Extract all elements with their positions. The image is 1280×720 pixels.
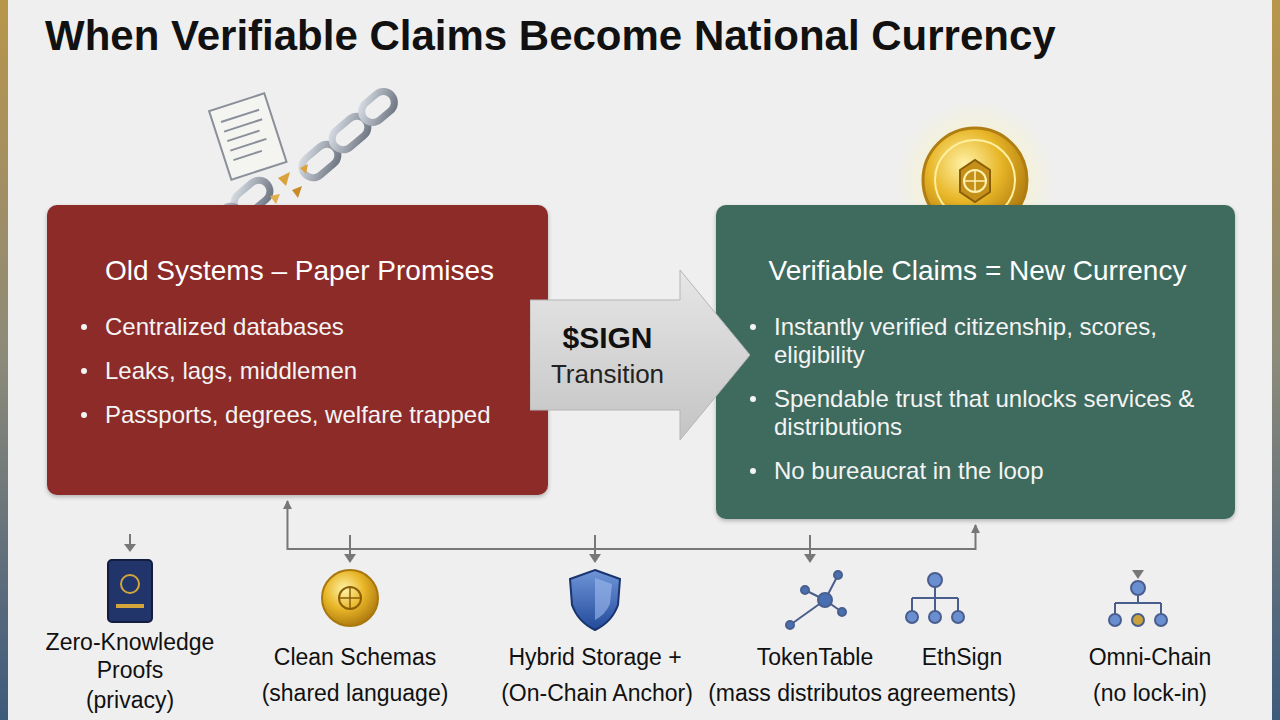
feature-label: EthSign xyxy=(922,643,1003,671)
leader-arrows xyxy=(124,534,1144,579)
arrow-shape xyxy=(530,270,750,440)
network-icon xyxy=(786,571,846,629)
transition-arrow: $SIGN Transition xyxy=(530,270,750,440)
feature-label: Omni-Chain xyxy=(1089,643,1212,671)
feature-label: Hybrid Storage + xyxy=(508,643,681,671)
token-name: $SIGN xyxy=(562,321,652,355)
feature-label: (privacy) xyxy=(86,686,174,714)
feature-label: (mass distributos xyxy=(708,679,882,707)
diagram-title: When Verifiable Claims Become National C… xyxy=(45,12,1056,60)
hierarchy-icon xyxy=(1109,581,1167,626)
feature-label: (no lock-in) xyxy=(1093,679,1207,707)
bullet-item: Centralized databases xyxy=(71,313,528,341)
bullet-item: No bureaucrat in the loop xyxy=(740,457,1215,485)
feature-label: agreements) xyxy=(887,679,1016,707)
shield-icon xyxy=(570,570,620,630)
feature-label: (shared language) xyxy=(262,679,449,707)
arrow-label: Transition xyxy=(551,359,664,390)
schema-coin-icon xyxy=(322,570,378,626)
process-box: Old Systems – Paper PromisesCentralized … xyxy=(47,205,548,495)
bullet-item: Passports, degrees, welfare trapped xyxy=(71,401,528,429)
feature-label: Zero-Knowledge Proofs xyxy=(35,628,225,684)
feature-label: (On-Chain Anchor) xyxy=(501,679,693,707)
bullet-item: Spendable trust that unlocks services & … xyxy=(740,385,1215,441)
hierarchy-icon xyxy=(906,573,964,623)
arrow-label-group: $SIGN Transition xyxy=(530,300,685,410)
feature-label: TokenTable xyxy=(757,643,873,671)
process-box: Verifiable Claims = New CurrencyInstantl… xyxy=(716,205,1235,519)
box-heading: Verifiable Claims = New Currency xyxy=(740,255,1215,287)
bullet-item: Instantly verified citizenship, scores, … xyxy=(740,313,1215,369)
feature-label: Clean Schemas xyxy=(274,643,436,671)
bullet-item: Leaks, lags, middlemen xyxy=(71,357,528,385)
box-heading: Old Systems – Paper Promises xyxy=(71,255,528,287)
passport-icon xyxy=(108,560,152,622)
